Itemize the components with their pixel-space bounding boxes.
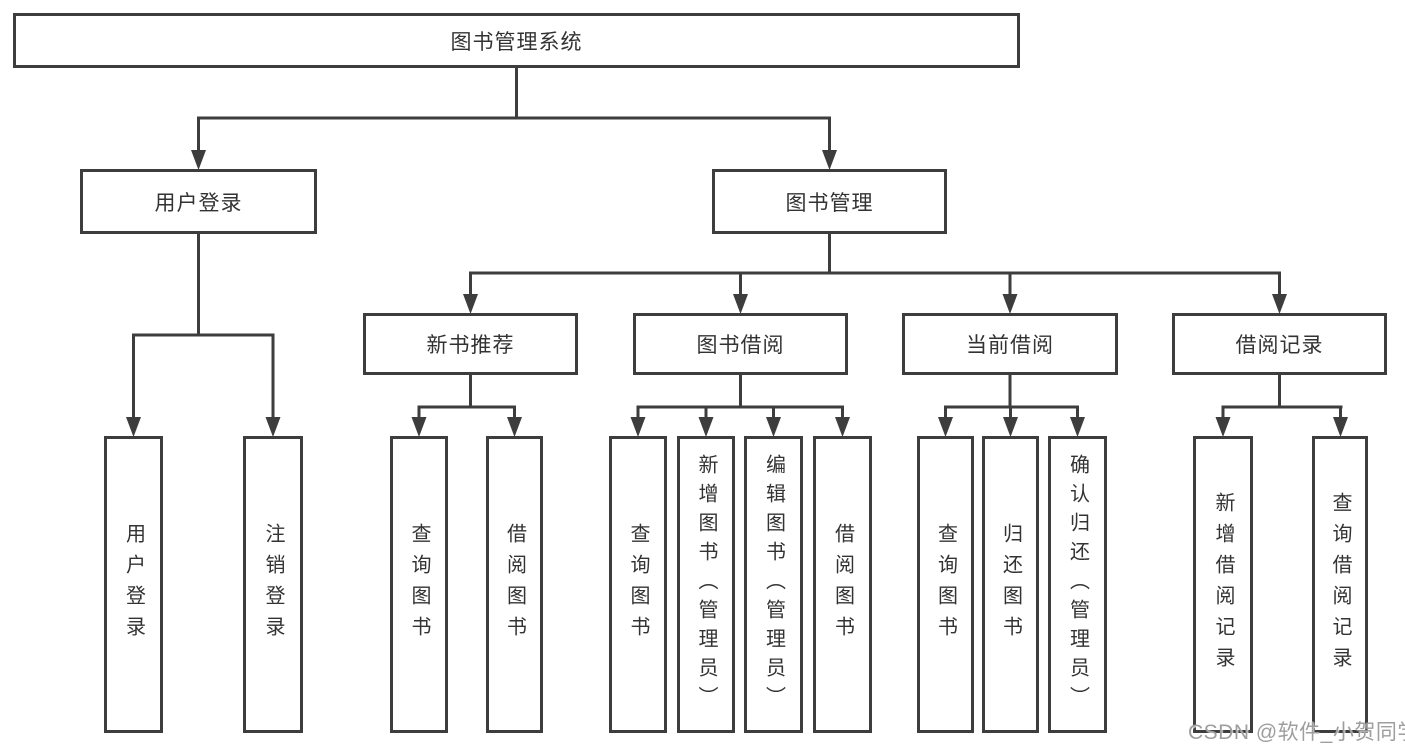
leaf-query-books-recommend: 查询图书	[390, 436, 448, 733]
node-current-borrow: 当前借阅	[902, 313, 1118, 375]
connector-segments	[132, 66, 1343, 418]
node-book-management: 图书管理	[712, 169, 947, 234]
csdn-watermark: CSDN @软件_小贺同学	[1188, 721, 1405, 744]
leaf-query-books-borrow: 查询图书	[609, 436, 667, 733]
leaf-add-borrow-record: 新增借阅记录	[1193, 436, 1253, 733]
leaf-add-book-admin: 新增图书（管理员）	[677, 436, 735, 733]
arrowheads	[126, 150, 1348, 437]
leaf-query-books-current: 查询图书	[917, 436, 974, 733]
leaf-borrow-books-2: 借阅图书	[813, 436, 872, 733]
leaf-logout: 注销登录	[243, 436, 303, 733]
node-book-borrow: 图书借阅	[633, 313, 848, 375]
leaf-edit-book-admin: 编辑图书（管理员）	[744, 436, 803, 733]
leaf-confirm-return-admin: 确认归还（管理员）	[1048, 436, 1107, 733]
node-new-book-recommend: 新书推荐	[363, 313, 578, 375]
leaf-return-book: 归还图书	[982, 436, 1039, 733]
leaf-borrow-books-recommend: 借阅图书	[486, 436, 543, 733]
node-library-management-system: 图书管理系统	[13, 13, 1020, 68]
leaf-query-borrow-record: 查询借阅记录	[1312, 436, 1368, 733]
leaf-user-login: 用户登录	[104, 436, 163, 733]
node-borrow-records: 借阅记录	[1172, 313, 1387, 375]
node-user-login: 用户登录	[80, 169, 317, 234]
